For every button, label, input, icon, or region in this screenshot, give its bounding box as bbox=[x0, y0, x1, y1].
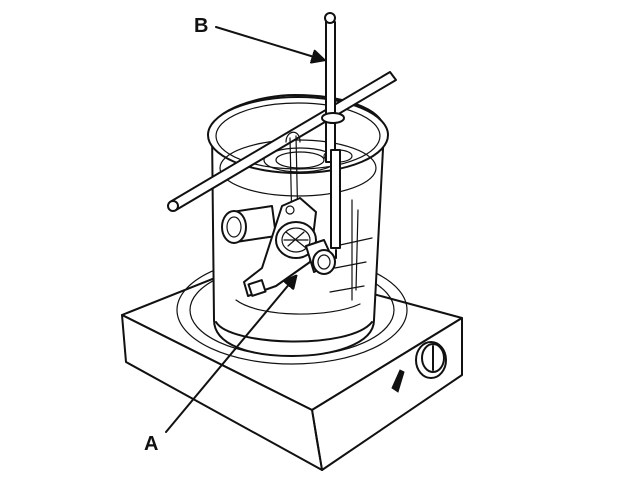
indicator-mark bbox=[391, 369, 405, 393]
thermometer bbox=[321, 12, 345, 259]
callout-label-b: B bbox=[194, 15, 209, 37]
water-surface bbox=[219, 139, 377, 197]
thermostat-valve bbox=[305, 239, 336, 275]
leader-line-a bbox=[165, 276, 296, 433]
thermostat-housing bbox=[221, 197, 336, 297]
support-rod bbox=[167, 71, 397, 212]
callout-label-a: A bbox=[144, 433, 159, 455]
heat-knob bbox=[415, 341, 447, 379]
outlet-tube bbox=[221, 205, 277, 244]
leader-line-b bbox=[215, 26, 324, 60]
beaker-rim-inner bbox=[215, 102, 381, 170]
